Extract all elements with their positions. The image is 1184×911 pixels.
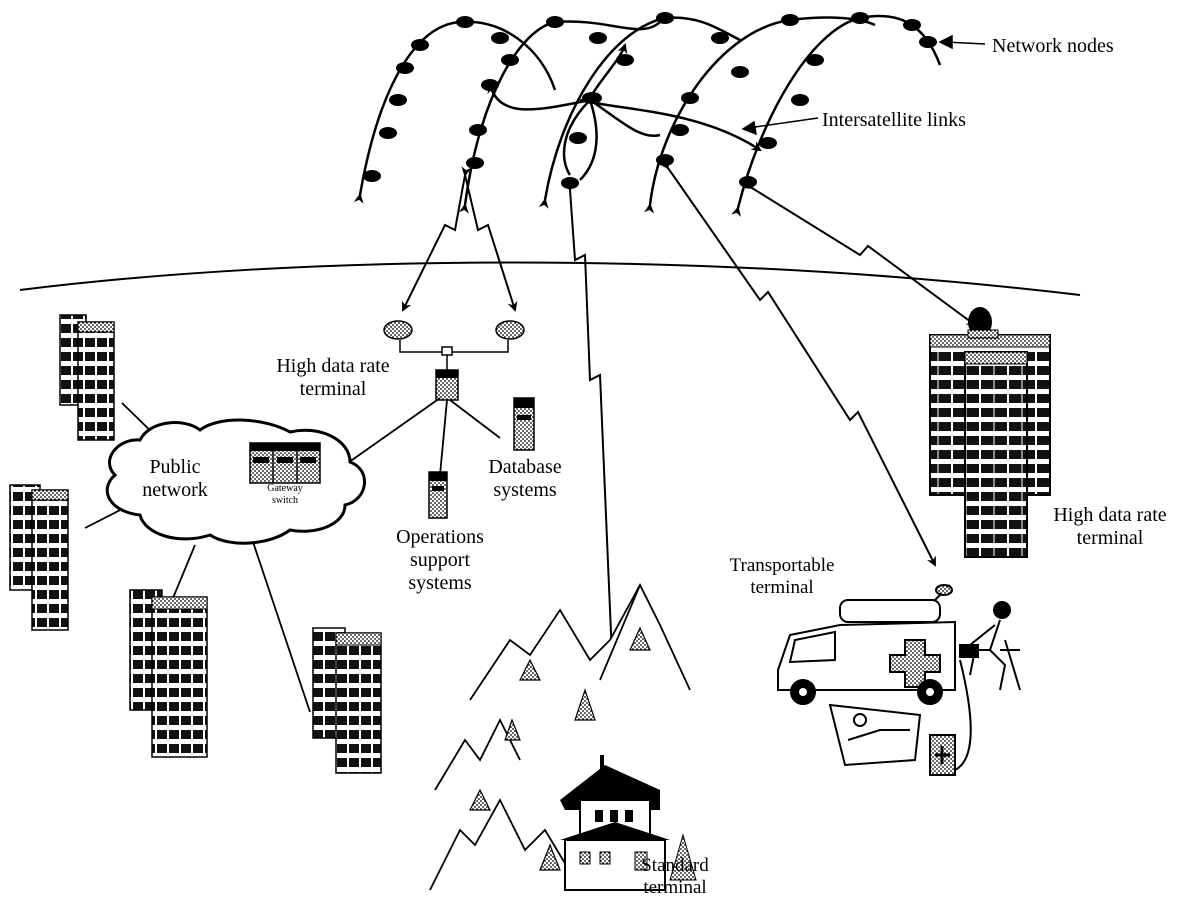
database-systems-label: Database systems: [470, 456, 580, 502]
label-line: Public: [149, 456, 201, 478]
satellite-node-icon: [456, 16, 474, 28]
satellite-node-icon: [731, 66, 749, 78]
label-line: Standard: [641, 855, 709, 876]
label-line: terminal: [1076, 527, 1144, 549]
server-icon: [513, 397, 535, 451]
satellite-node-icon: [759, 137, 777, 149]
label-line: High data rate: [1053, 504, 1167, 526]
satellite-node-icon: [806, 54, 824, 66]
label-line: Operations: [396, 526, 484, 548]
satellite-node-icon: [903, 19, 921, 31]
operations-support-label: Operations support systems: [375, 526, 505, 595]
gateway-switch-label: Gateway switch: [253, 483, 317, 506]
ground-links: [402, 158, 977, 682]
label-line: systems: [408, 572, 472, 594]
label-line: network: [142, 479, 208, 501]
building-icon: [59, 314, 115, 441]
label-line: terminal: [643, 876, 707, 898]
stretcher: [828, 659, 972, 776]
satellite-node-icon: [469, 124, 487, 136]
satellite-node-icon: [396, 62, 414, 74]
satellite-nodes: [363, 12, 937, 189]
label-line: Database: [488, 456, 562, 478]
dish-antenna-icon: [967, 307, 999, 339]
standard-terminal-label: Standard terminal: [630, 855, 720, 899]
satellite-node-icon: [491, 32, 509, 44]
satellite-node-icon: [569, 132, 587, 144]
satellite-node-icon: [389, 94, 407, 106]
satellite-node-icon: [656, 154, 674, 166]
person-icon: [959, 601, 1021, 691]
satellite-node-icon: [363, 170, 381, 182]
satellite-node-icon: [481, 79, 499, 91]
satellite-node-icon: [656, 12, 674, 24]
building-icon: [129, 589, 208, 758]
building-icon: [312, 627, 382, 774]
building-icon: [9, 484, 69, 631]
building-icon: [929, 307, 1051, 558]
satellite-node-icon: [851, 12, 869, 24]
intersatellite-links-label: Intersatellite links: [822, 109, 966, 131]
satellite-node-icon: [561, 177, 579, 189]
terminal-wiring: [399, 340, 509, 370]
transportable-terminal-label: Transportable terminal: [722, 555, 842, 599]
satellite-node-icon: [681, 92, 699, 104]
satellite-node-icon: [582, 92, 602, 104]
server-icon: [428, 471, 448, 519]
satellite-node-icon: [616, 54, 634, 66]
satellite-node-icon: [411, 39, 429, 51]
van-icon: [777, 584, 956, 705]
label-line: switch: [271, 494, 299, 506]
satellite-node-icon: [919, 36, 937, 48]
label-line: High data rate: [276, 355, 390, 377]
satellite-node-icon: [501, 54, 519, 66]
dish-antenna-icon: [383, 320, 525, 340]
satellite-node-icon: [739, 176, 757, 188]
label-line: terminal: [750, 576, 814, 598]
satellite-node-icon: [791, 94, 809, 106]
label-line: support: [410, 549, 470, 571]
earth-horizon: [19, 261, 1081, 296]
high-rate-building-label: High data rate terminal: [1040, 504, 1180, 550]
label-pointers: [741, 34, 986, 136]
satellite-node-icon: [546, 16, 564, 28]
satellite-node-icon: [711, 32, 729, 44]
label-line: systems: [493, 479, 557, 501]
high-rate-terminal-box: [435, 369, 459, 401]
label-line: Gateway: [267, 483, 303, 494]
high-rate-gateway-label: High data rate terminal: [258, 355, 408, 401]
satellite-node-icon: [589, 32, 607, 44]
trees: [469, 626, 651, 871]
satellite-node-icon: [379, 127, 397, 139]
house-icon: [560, 755, 697, 891]
satellite-node-icon: [671, 124, 689, 136]
gateway-switch-icon: [249, 442, 321, 484]
public-network-label: Public network: [120, 456, 230, 502]
label-line: Transportable: [729, 555, 835, 576]
label-line: terminal: [299, 378, 367, 400]
satellite-node-icon: [781, 14, 799, 26]
network-nodes-label: Network nodes: [992, 35, 1114, 57]
satellite-node-icon: [466, 157, 484, 169]
